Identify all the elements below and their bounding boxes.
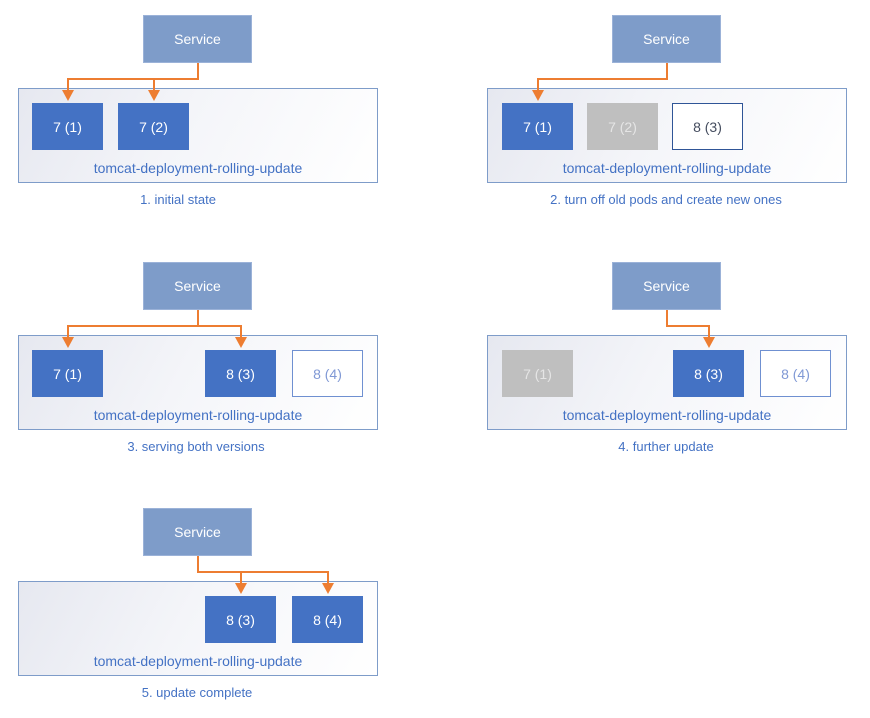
panel-caption: 1. initial state: [140, 192, 216, 207]
service-box: Service: [143, 508, 252, 556]
service-arrow-elbow: [67, 78, 199, 80]
panel-2-turn-off-old-pods: Service tomcat-deployment-rolling-update…: [469, 0, 869, 235]
service-label: Service: [643, 31, 690, 47]
arrow-head-icon: [702, 337, 715, 348]
pod-8-3: 8 (3): [205, 350, 276, 397]
panel-5-update-complete: Service tomcat-deployment-rolling-update…: [0, 493, 400, 718]
pod-label: 8 (4): [781, 365, 810, 382]
deployment-label: tomcat-deployment-rolling-update: [93, 407, 303, 423]
service-box: Service: [143, 15, 252, 63]
arrow-head-icon: [234, 337, 247, 348]
panel-caption: 2. turn off old pods and create new ones: [550, 192, 782, 207]
service-arrow-elbow: [537, 78, 668, 80]
service-arrow-branch: [152, 78, 155, 91]
panel-4-further-update: Service tomcat-deployment-rolling-update…: [469, 247, 869, 482]
pod-label: 7 (1): [523, 118, 552, 135]
service-box: Service: [612, 262, 721, 310]
deployment-label: tomcat-deployment-rolling-update: [562, 407, 772, 423]
arrow-head-icon: [234, 583, 247, 594]
pod-label: 8 (3): [693, 118, 722, 135]
service-arrow-branch: [707, 325, 710, 338]
pod-8-3: 8 (3): [673, 350, 744, 397]
service-arrow-elbow: [196, 571, 329, 573]
pod-7-2: 7 (2): [587, 103, 658, 150]
arrow-head-icon: [147, 90, 160, 101]
deployment-box: tomcat-deployment-rolling-update: [487, 88, 847, 183]
pod-label: 8 (3): [226, 365, 255, 382]
deployment-label: tomcat-deployment-rolling-update: [93, 160, 303, 176]
pod-8-3: 8 (3): [672, 103, 743, 150]
arrow-head-icon: [61, 90, 74, 101]
pod-7-1: 7 (1): [32, 350, 103, 397]
pod-7-1: 7 (1): [502, 350, 573, 397]
arrow-head-icon: [61, 337, 74, 348]
service-arrow-branch: [326, 571, 329, 584]
deployment-label: tomcat-deployment-rolling-update: [562, 160, 772, 176]
service-arrow-branch: [239, 325, 242, 338]
pod-label: 7 (2): [608, 118, 637, 135]
pod-7-2: 7 (2): [118, 103, 189, 150]
arrow-head-icon: [321, 583, 334, 594]
service-arrow-stem: [665, 63, 668, 79]
deployment-label: tomcat-deployment-rolling-update: [93, 653, 303, 669]
service-arrow-branch: [66, 78, 69, 91]
pod-label: 7 (1): [53, 118, 82, 135]
arrow-head-icon: [531, 90, 544, 101]
pod-8-3: 8 (3): [205, 596, 276, 643]
panel-caption: 5. update complete: [141, 685, 253, 700]
pod-7-1: 7 (1): [32, 103, 103, 150]
service-label: Service: [174, 278, 221, 294]
service-box: Service: [143, 262, 252, 310]
pod-label: 8 (4): [313, 611, 342, 628]
service-label: Service: [643, 278, 690, 294]
pod-7-1: 7 (1): [502, 103, 573, 150]
service-arrow-branch: [66, 325, 69, 338]
pod-8-4: 8 (4): [760, 350, 831, 397]
pod-label: 7 (2): [139, 118, 168, 135]
panel-caption: 4. further update: [618, 439, 714, 454]
service-arrow-branch: [536, 78, 539, 91]
service-arrow-stem: [196, 310, 199, 326]
pod-label: 7 (1): [523, 365, 552, 382]
pod-label: 8 (3): [694, 365, 723, 382]
service-label: Service: [174, 31, 221, 47]
service-arrow-elbow: [67, 325, 241, 327]
service-arrow-stem: [196, 63, 199, 79]
service-arrow-stem: [665, 310, 668, 326]
service-box: Service: [612, 15, 721, 63]
service-label: Service: [174, 524, 221, 540]
panel-3-serving-both-versions: Service tomcat-deployment-rolling-update…: [0, 247, 400, 482]
pod-8-4: 8 (4): [292, 596, 363, 643]
pod-label: 8 (4): [313, 365, 342, 382]
pod-label: 7 (1): [53, 365, 82, 382]
panel-caption: 3. serving both versions: [127, 439, 265, 454]
service-arrow-elbow: [665, 325, 710, 327]
pod-8-4: 8 (4): [292, 350, 363, 397]
service-arrow-branch: [239, 571, 242, 584]
panel-1-initial-state: Service tomcat-deployment-rolling-update…: [0, 0, 400, 235]
service-arrow-stem: [196, 556, 199, 572]
pod-label: 8 (3): [226, 611, 255, 628]
